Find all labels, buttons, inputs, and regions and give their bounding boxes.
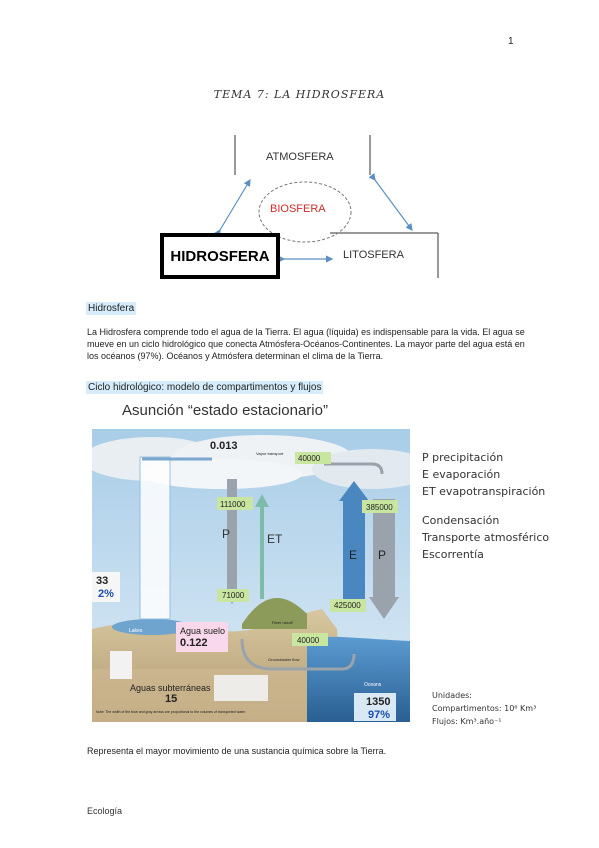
litosfera-label: LITOSFERA bbox=[343, 249, 404, 261]
legend-item-p: P precipitación bbox=[422, 451, 504, 464]
value-40000-bottom: 40000 bbox=[297, 636, 320, 645]
value-111000: 111000 bbox=[220, 500, 246, 509]
assumption-caption: Asunción “estado estacionario” bbox=[122, 402, 328, 419]
value-1350: 1350 bbox=[366, 696, 391, 708]
value-0122: 0.122 bbox=[180, 637, 208, 649]
closing-sentence: Representa el mayor movimiento de una su… bbox=[87, 746, 387, 756]
value-box-40000-bottom bbox=[292, 633, 328, 646]
units-compartments: Compartimentos: 10⁶ Km³ bbox=[432, 704, 537, 713]
section-heading-hidrosfera: Hidrosfera bbox=[86, 302, 137, 315]
ocean-value-box bbox=[354, 693, 396, 721]
legend-item-condensacion: Condensación bbox=[422, 514, 500, 527]
runoff-loop bbox=[240, 638, 356, 671]
ice-box bbox=[92, 572, 120, 602]
legend-block: P precipitación E evaporación ET evapotr… bbox=[422, 449, 549, 563]
value-2pct: 2% bbox=[98, 588, 114, 600]
et-arrowhead bbox=[255, 494, 269, 507]
e-ocean-arrowhead bbox=[339, 481, 369, 501]
oceans-label: Oceans bbox=[364, 682, 382, 688]
blank-patch bbox=[110, 651, 132, 679]
lakes-label: Lakes bbox=[129, 628, 143, 634]
hydrologic-cycle-figure bbox=[92, 429, 410, 722]
legend-item-et: ET evapotranspiración bbox=[422, 485, 546, 498]
aguas-subterraneas-label: Aguas subterráneas bbox=[130, 683, 211, 693]
value-425000: 425000 bbox=[334, 601, 361, 610]
river-runoff-label: River runoff bbox=[272, 620, 293, 625]
page-number: 1 bbox=[508, 36, 514, 47]
hidrosfera-label: HIDROSFERA bbox=[170, 247, 270, 265]
units-block: Unidades: Compartimentos: 10⁶ Km³ Flujos… bbox=[432, 689, 536, 728]
biosfera-label: BIOSFERA bbox=[270, 203, 326, 215]
value-box-385000 bbox=[362, 500, 398, 513]
arrow-hidro-atmos bbox=[213, 178, 251, 237]
agua-suelo-box bbox=[176, 622, 228, 652]
lake bbox=[112, 619, 192, 635]
value-box-425000 bbox=[330, 599, 366, 612]
value-71000: 71000 bbox=[222, 591, 245, 600]
atmosfera-label: ATMOSFERA bbox=[266, 151, 334, 163]
et-label: ET bbox=[267, 532, 283, 546]
vapor-transport-label: Vapor transport bbox=[256, 451, 284, 456]
hill bbox=[242, 597, 307, 629]
legend-item-e: E evaporación bbox=[422, 468, 501, 481]
section-heading-ciclo: Ciclo hidrológico: modelo de compartimen… bbox=[86, 381, 324, 394]
precip-column bbox=[139, 456, 171, 620]
arrow-atmos-lito bbox=[368, 173, 413, 231]
page-title: TEMA 7: LA HIDROSFERA bbox=[213, 88, 386, 101]
cloud bbox=[312, 449, 410, 489]
value-0013: 0.013 bbox=[210, 440, 238, 452]
value-15: 15 bbox=[165, 693, 178, 705]
units-heading: Unidades: bbox=[432, 691, 472, 700]
value-33: 33 bbox=[96, 575, 109, 587]
value-box-71000 bbox=[217, 589, 249, 602]
biosfera-ellipse bbox=[258, 181, 352, 243]
blank-patch bbox=[214, 675, 268, 701]
spheres-diagram bbox=[213, 135, 439, 278]
figure-note: Note: The width of the blue and gray arr… bbox=[96, 710, 246, 714]
p-ocean-arrowhead bbox=[369, 597, 399, 619]
e-label: E bbox=[349, 548, 358, 562]
legend-item-escorrentia: Escorrentía bbox=[422, 548, 484, 561]
p-land-label: P bbox=[222, 527, 231, 541]
vapor-loop bbox=[324, 462, 384, 475]
footer: Ecología bbox=[87, 806, 123, 816]
section-body-hidrosfera: La Hidrosfera comprende todo el agua de … bbox=[87, 327, 525, 361]
value-box-111000 bbox=[217, 497, 253, 510]
agua-suelo-label: Agua suelo bbox=[180, 626, 226, 636]
cloud bbox=[142, 459, 302, 489]
groundwater-flow-label: Groundwater flow bbox=[268, 657, 300, 662]
hidrosfera-box: HIDROSFERA bbox=[160, 233, 280, 279]
p-ocean-label: P bbox=[378, 548, 387, 562]
value-97pct: 97% bbox=[368, 709, 391, 721]
value-385000: 385000 bbox=[366, 503, 393, 512]
value-40000-top: 40000 bbox=[298, 454, 321, 463]
legend-item-transporte: Transporte atmosférico bbox=[422, 531, 550, 544]
value-box-40000-top bbox=[295, 452, 331, 464]
units-flows: Flujos: Km³.año⁻¹ bbox=[432, 717, 502, 726]
